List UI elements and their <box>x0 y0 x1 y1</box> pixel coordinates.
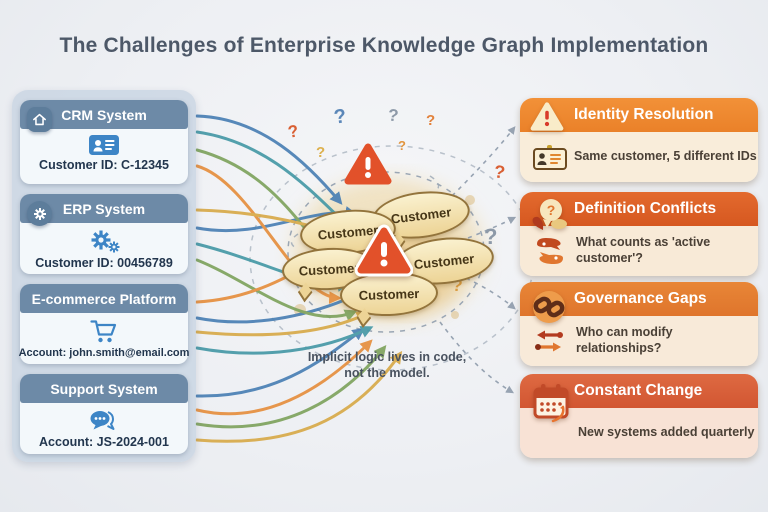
ecommerce-card-title: E-commerce Platform <box>31 290 177 307</box>
ecommerce-account: Account: john.smith@email.com <box>18 347 190 359</box>
question-mark-icon: ? <box>426 112 436 129</box>
chain-link-icon <box>529 287 569 332</box>
card-identity-resolution: Identity Resolution Same customer, 5 dif… <box>520 98 758 182</box>
crm-card-body: Customer ID: C-12345 <box>20 129 188 180</box>
identity-resolution-body: Same customer, 5 different IDs <box>520 132 758 182</box>
challenge-connectors <box>439 126 517 394</box>
constant-change-detail: New systems added quarterly <box>578 425 755 440</box>
gear-badge-icon <box>27 201 52 226</box>
erp-card-body: Customer ID: 00456789 <box>20 223 188 278</box>
customer-bubble-label: Customer <box>298 259 360 279</box>
question-mark-icon: ? <box>387 105 400 126</box>
chat-bubbles-icon <box>90 411 115 430</box>
center-caption: Implicit logic lives in code, not the mo… <box>292 349 482 382</box>
governance-gaps-title: Governance Gaps <box>574 290 707 307</box>
constant-change-title: Constant Change <box>574 382 703 399</box>
governance-gaps-detail: Who can modify relationships? <box>576 325 673 355</box>
question-bubbles-icon: ? <box>529 197 571 240</box>
caption-line-1: Implicit logic lives in code, <box>307 350 467 364</box>
opposing-arrows-icon <box>535 330 563 352</box>
identity-resolution-header: Identity Resolution <box>520 98 758 132</box>
definition-conflicts-title: Definition Conflicts <box>574 200 717 217</box>
crm-card-title: CRM System <box>61 106 147 123</box>
card-constant-change: Constant Change New systems added quarte… <box>520 374 758 458</box>
erp-card-header: ERP System <box>20 194 188 226</box>
caption-line-2: not the model. <box>344 366 430 381</box>
definition-conflicts-header: ? Definition Conflicts <box>520 192 758 230</box>
id-card-icon <box>89 135 119 155</box>
question-mark-icon: ? <box>398 138 406 153</box>
governance-gaps-body: Who can modify relationships? <box>520 316 758 366</box>
question-mark-icon: ? <box>547 202 556 218</box>
gears-icon <box>91 230 120 253</box>
support-account: Account: JS-2024-001 <box>39 435 169 449</box>
erp-customer-id: Customer ID: 00456789 <box>35 256 173 270</box>
question-mark-icon: ? <box>316 144 326 161</box>
definition-conflicts-detail: What counts as 'active customer'? <box>576 235 711 265</box>
warning-triangle-icon <box>344 142 392 191</box>
conflict-bubbles-icon <box>537 238 563 264</box>
constant-change-header: Constant Change <box>520 374 758 423</box>
support-card-title: Support System <box>50 380 158 397</box>
customer-bubble-label: Customer <box>413 250 475 272</box>
identity-resolution-title: Identity Resolution <box>574 106 714 123</box>
card-ecommerce-platform: E-commerce Platform Account: john.smith@… <box>18 284 190 367</box>
governance-gaps-header: Governance Gaps <box>520 282 758 323</box>
card-governance-gaps: Governance Gaps Who can modify relations… <box>520 282 758 366</box>
customer-bubble-label: Customer <box>389 203 453 227</box>
question-mark-icon: ? <box>484 224 498 249</box>
support-card-body: Account: JS-2024-001 <box>20 403 188 457</box>
crm-customer-id: Customer ID: C-12345 <box>39 158 169 172</box>
erp-card-title: ERP System <box>62 200 146 217</box>
identity-resolution-detail: Same customer, 5 different IDs <box>574 149 757 164</box>
card-erp-system: ERP System Customer ID: 00456789 <box>20 194 188 274</box>
card-crm-system: CRM System Customer ID: C-12345 <box>20 100 188 184</box>
definition-conflicts-body: What counts as 'active customer'? <box>520 226 758 276</box>
ecommerce-card-body: Account: john.smith@email.com <box>18 313 190 367</box>
crm-card-header: CRM System <box>20 100 188 132</box>
page-title: The Challenges of Enterprise Knowledge G… <box>59 34 709 57</box>
calendar-icon <box>529 381 573 428</box>
shopping-cart-icon <box>90 320 117 343</box>
id-card-icon <box>533 145 567 170</box>
ecommerce-card-header: E-commerce Platform <box>20 284 188 313</box>
support-card-header: Support System <box>20 374 188 403</box>
customer-bubble-label: Customer <box>358 285 420 303</box>
card-definition-conflicts: ? Definition Conflicts What counts as 'a… <box>520 192 758 276</box>
home-icon <box>27 107 52 132</box>
warning-triangle-icon <box>529 101 565 137</box>
warning-triangle-icon <box>354 224 414 282</box>
constant-change-body: New systems added quarterly <box>520 408 758 458</box>
card-support-system: Support System Account: JS-2024-001 <box>20 374 188 454</box>
